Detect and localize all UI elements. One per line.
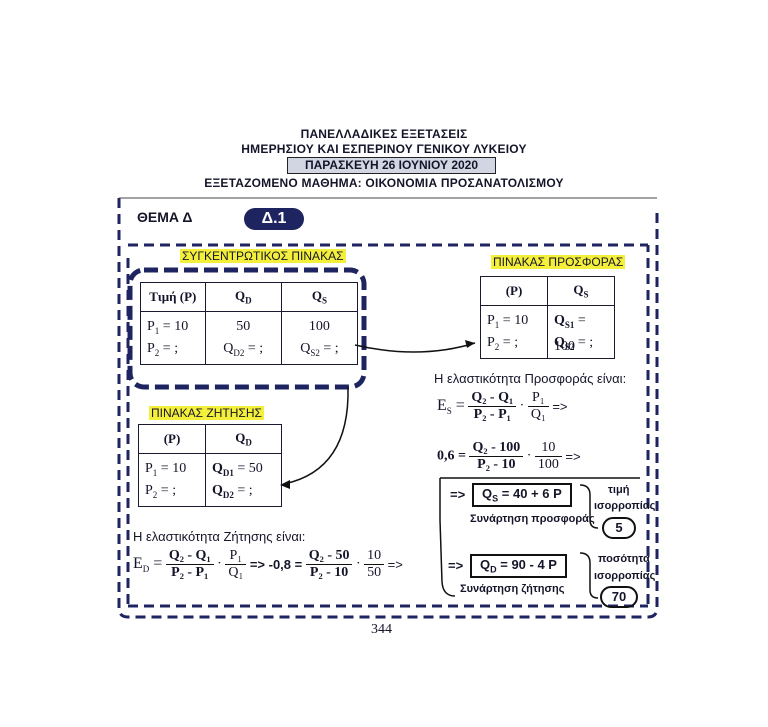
demand-function-box: QD = 90 - 4 P <box>470 554 567 578</box>
equilibrium-quantity: 70 <box>600 586 638 608</box>
supply-table: (P) QS P1 = 10 P2 = ; QS1 = 100 QS2 = ; <box>480 276 615 359</box>
results-bracket <box>439 477 640 597</box>
demand-q-cell: QD1 = 50 QD2 = ; <box>205 453 282 507</box>
demand-header-qd: QD <box>205 424 282 454</box>
header-qs: QS <box>280 282 359 312</box>
price-label-1: τιμή <box>608 484 630 496</box>
exam-title: ΠΑΝΕΛΛΑΔΙΚΕΣ ΕΞΕΤΑΣΕΙΣ <box>300 127 468 141</box>
qty-brace <box>579 552 599 599</box>
supply-function-caption: Συνάρτηση προσφοράς <box>470 513 595 525</box>
supply-result-prefix: => <box>450 487 466 502</box>
demand-result-prefix: => <box>448 558 464 573</box>
exam-subtitle: ΗΜΕΡΗΣΙΟΥ ΚΑΙ ΕΣΠΕΡΙΝΟΥ ΓΕΝΙΚΟΥ ΛΥΚΕΙΟΥ <box>241 142 527 156</box>
demand-elasticity-intro: Η ελαστικότητα Ζήτησης είναι: <box>133 529 306 544</box>
supply-function-box: QS = 40 + 6 P <box>472 483 572 507</box>
qty-label-1: ποσότητα <box>598 553 650 565</box>
supply-table-title: ΠΙΝΑΚΑΣ ΠΡΟΣΦΟΡΑΣ <box>491 255 626 269</box>
summary-table-title: ΣΥΓΚΕΝΤΡΩΤΙΚΟΣ ΠΙΝΑΚΑΣ <box>180 249 346 263</box>
price-label-2: ισορροπίας <box>594 500 656 512</box>
arrow-to-demand <box>283 386 349 485</box>
demand-header-price: (P) <box>138 424 206 454</box>
question-badge: Δ.1 <box>244 208 304 230</box>
arrow-head-supply <box>465 340 475 348</box>
qd-cell: 50 QD2 = ; <box>204 311 282 365</box>
supply-header-qs: QS <box>547 276 615 306</box>
exam-date: ΠΑΡΑΣΚΕΥΗ 26 ΙΟΥΝΙΟΥ 2020 <box>287 157 496 174</box>
summary-table: Τιμή (P) QD QS P1 = 10 P2 = ; 50 QD2 = ;… <box>140 282 359 365</box>
demand-table: (P) QD P1 = 10 P2 = ; QD1 = 50 QD2 = ; <box>138 424 282 507</box>
topic-title: ΘΕΜΑ Δ <box>137 209 193 225</box>
exam-subject: ΕΞΕΤΑΖΟΜΕΝΟ ΜΑΘΗΜΑ: ΟΙΚΟΝΟΜΙΑ ΠΡΟΣΑΝΑΤΟΛ… <box>204 176 564 190</box>
price-brace <box>579 484 599 529</box>
qs-cell: 100 QS2 = ; <box>280 311 359 365</box>
price-cell: P1 = 10 P2 = ; <box>140 311 206 365</box>
header-qd: QD <box>204 282 282 312</box>
qty-label-2: ισορροπίας <box>594 570 656 582</box>
demand-table-title: ΠΙΝΑΚΑΣ ΖΗΤΗΣΗΣ <box>149 406 264 420</box>
equilibrium-price: 5 <box>602 517 636 539</box>
arrow-to-supply <box>354 342 476 353</box>
demand-price-cell: P1 = 10 P2 = ; <box>138 453 206 507</box>
header-price: Τιμή (P) <box>140 282 206 312</box>
supply-header-price: (P) <box>480 276 548 306</box>
demand-function-caption: Συνάρτηση ζήτησης <box>460 583 565 595</box>
supply-elasticity-intro: Η ελαστικότητα Προσφοράς είναι: <box>434 371 627 386</box>
arrow-head-demand <box>280 480 290 489</box>
supply-price-cell: P1 = 10 P2 = ; <box>480 305 548 359</box>
summary-dashed-box <box>127 267 367 390</box>
page-number: 344 <box>371 622 392 637</box>
supply-q-cell: QS1 = 100 QS2 = ; <box>547 305 615 359</box>
